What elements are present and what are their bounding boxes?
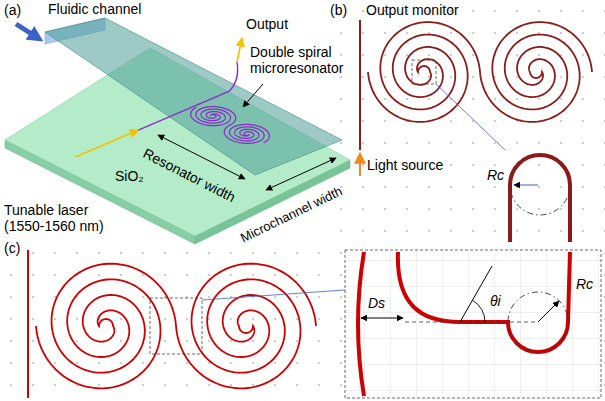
zoom-box: [150, 298, 202, 354]
source-label: Light source: [367, 157, 443, 173]
pointer-arrow: [243, 84, 263, 107]
waveguide-arc: [358, 252, 364, 396]
dimension-arrow: [266, 158, 336, 190]
fluidic-channel: [45, 18, 342, 175]
port-label: Output: [246, 16, 288, 32]
bus-waveguide: [27, 250, 29, 398]
spacing-label: Ds: [368, 295, 385, 311]
spiral-resonator: [36, 264, 316, 389]
source-arrow: [359, 153, 361, 176]
material-label: SiO₂: [115, 168, 144, 184]
spiral-resonator: [368, 22, 592, 122]
angle-label: θi: [490, 293, 501, 309]
panel-label: (b): [330, 2, 347, 18]
part-label: Fluidic channel: [48, 1, 141, 17]
port-label: Output monitor: [366, 2, 459, 18]
dot-grid: [330, 0, 605, 246]
panel-label: (a): [4, 2, 21, 18]
radius-label: Rc: [487, 167, 504, 183]
radius-label: Rc: [576, 276, 593, 292]
hairpin-bend: [510, 155, 570, 242]
panel-label: (c): [4, 240, 20, 256]
part-label: Double spiral microresonator: [250, 44, 356, 76]
reference-line: [405, 322, 538, 323]
radius-arrow: [514, 185, 538, 186]
source-label: Tunable laser (1550-1560 nm): [4, 202, 110, 234]
spacing-arrow: [361, 318, 403, 319]
bus-waveguide: [138, 62, 237, 130]
radius-arrow: [538, 301, 559, 322]
bus-waveguide: [359, 20, 361, 150]
inset-frame: [345, 250, 601, 398]
input-arrow: [75, 130, 138, 157]
zoom-line: [436, 84, 505, 150]
inset-ground: [345, 250, 601, 398]
angle-arc: [473, 300, 486, 322]
inlet-arrow: [16, 24, 38, 38]
s-bend: [398, 252, 570, 352]
dot-grid: [0, 246, 605, 401]
zoom-line: [202, 290, 345, 300]
zoom-box: [412, 60, 436, 84]
output-arrow: [237, 38, 242, 62]
angle-line: [460, 266, 492, 322]
spiral-resonator: [181, 101, 278, 149]
